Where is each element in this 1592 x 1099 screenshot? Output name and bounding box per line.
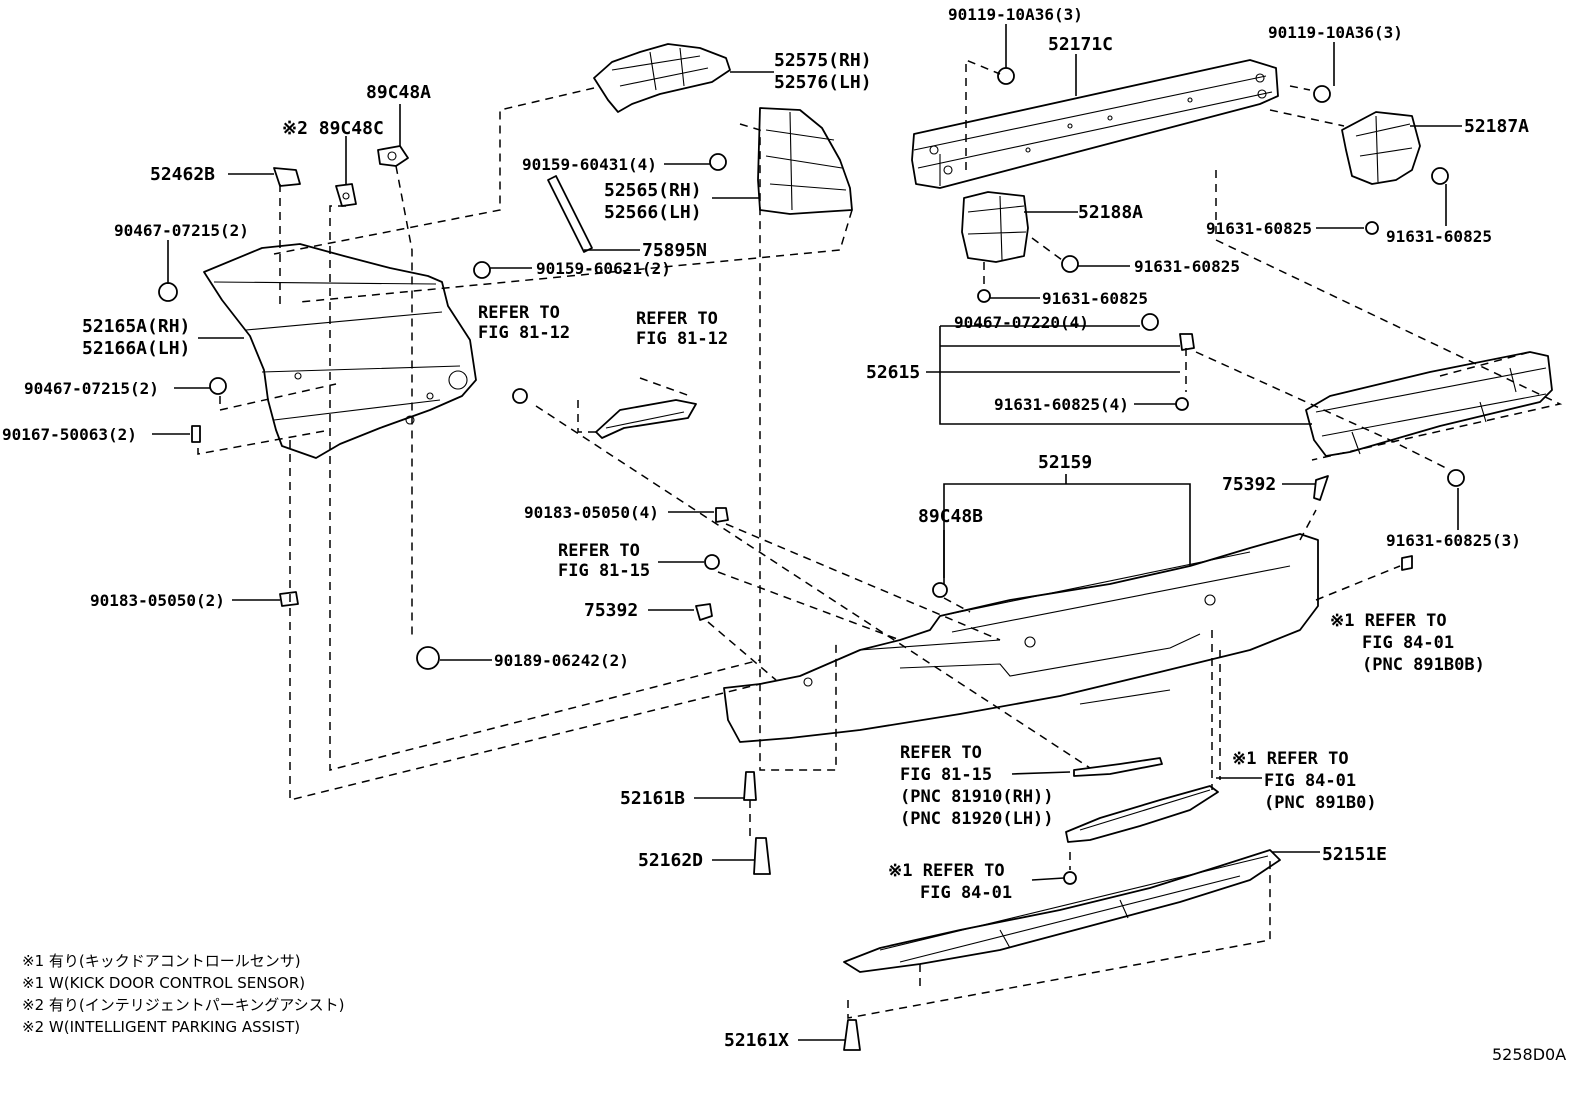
label-ref6-c: (PNC 891B0) [1264,793,1377,813]
label-ref2-b: FIG 81-12 [636,329,728,349]
label-75895n: 75895N [642,240,707,261]
label-ref4-b: FIG 84-01 [1362,633,1454,653]
label-52161x: 52161X [724,1030,789,1051]
label-91631-d: 91631-60825 [1386,227,1492,246]
fastener-shapes [158,67,1465,1051]
label-ref7-a: ※1 REFER TO [888,861,1005,881]
illustration-code: 5258D0A [1492,1045,1566,1064]
label-89c48b: 89C48B [918,506,983,527]
label-ref5-a: REFER TO [900,743,982,763]
extension-52165a-shape [203,243,477,459]
label-90119-a: 90119-10A36(3) [948,5,1083,24]
assembly-dashed-lines [197,58,1563,1019]
label-52576: 52576(LH) [774,72,872,93]
label-90167: 90167-50063(2) [2,425,137,444]
label-52615: 52615 [866,362,920,383]
label-91631-a: 91631-60825 [1134,257,1240,276]
clip-52462b-shape [273,167,301,187]
label-52166a: 52166A(LH) [82,338,190,359]
bracket-89c48c-shape [335,183,357,207]
label-90183-2: 90183-05050(2) [90,591,225,610]
note-1: ※1 有り(キックドアコントロールセンサ) [22,952,301,970]
label-ref1-a: REFER TO [478,303,560,323]
note-2: ※1 W(KICK DOOR CONTROL SENSOR) [22,974,305,992]
label-91631-3: 91631-60825(3) [1386,531,1521,550]
absorber-52615-shape [1305,351,1553,457]
label-90159-60621: 90159-60621(2) [536,259,671,278]
bracket-52188a-shape [961,191,1029,263]
bracket-52575-shape [593,43,731,113]
label-90159-60431: 90159-60431(4) [522,155,657,174]
reinforcement-52171c-shape [911,59,1279,189]
lower-cover-52151e-shape [843,849,1281,973]
label-52187a: 52187A [1464,116,1529,137]
label-ref4-c: (PNC 891B0B) [1362,655,1485,675]
label-90467-07220: 90467-07220(4) [954,313,1089,332]
label-91631-b: 91631-60825 [1042,289,1148,308]
reflector-shape [595,399,697,439]
label-52165a: 52165A(RH) [82,316,190,337]
label-90467-07215-a: 90467-07215(2) [114,221,249,240]
leader-lines [152,24,1462,1041]
label-90467-07215-b: 90467-07215(2) [24,379,159,398]
label-90119-b: 90119-10A36(3) [1268,23,1403,42]
label-ref5-c: (PNC 81910(RH)) [900,787,1054,807]
footnotes: ※1 有り(キックドアコントロールセンサ) ※1 W(KICK DOOR CON… [22,952,345,1036]
bracket-52187a-shape [1341,111,1421,185]
label-ref6-b: FIG 84-01 [1264,771,1356,791]
strip-75895n-shape [547,175,593,253]
label-75392-a: 75392 [584,600,638,621]
label-52161b: 52161B [620,788,685,809]
bracket-52565-shape [757,107,853,215]
label-52151e: 52151E [1322,844,1387,865]
label-52171c: 52171C [1048,34,1113,55]
label-ref3-a: REFER TO [558,541,640,561]
label-ref3-b: FIG 81-15 [558,561,650,581]
label-ref5-d: (PNC 81920(LH)) [900,809,1054,829]
label-75392-b: 75392 [1222,474,1276,495]
bracket-lower-shape [1065,785,1219,843]
label-52575: 52575(RH) [774,50,872,71]
label-52188a: 52188A [1078,202,1143,223]
label-ref6-a: ※1 REFER TO [1232,749,1349,769]
label-89c48a: 89C48A [366,82,431,103]
label-52159: 52159 [1038,452,1092,473]
label-90189: 90189-06242(2) [494,651,629,670]
moulding-shape [1073,757,1163,777]
label-ref1-b: FIG 81-12 [478,323,570,343]
label-91631-4: 91631-60825(4) [994,395,1129,414]
label-52162d: 52162D [638,850,703,871]
label-91631-c: 91631-60825 [1206,219,1312,238]
label-ref5-b: FIG 81-15 [900,765,992,785]
label-ref4-a: ※1 REFER TO [1330,611,1447,631]
label-89c48c: ※2 89C48C [282,118,384,139]
label-52565: 52565(RH) [604,180,702,201]
note-4: ※2 W(INTELLIGENT PARKING ASSIST) [22,1018,300,1036]
label-ref7-b: FIG 84-01 [920,883,1012,903]
bumper-cover-52159-shape [723,533,1319,743]
label-52566: 52566(LH) [604,202,702,223]
part-labels: 52575(RH) 52576(LH) 89C48A ※2 89C48C 524… [2,5,1529,1051]
bracket-89c48a-shape [377,145,409,167]
label-52462b: 52462B [150,164,215,185]
label-90183-4: 90183-05050(4) [524,503,659,522]
note-3: ※2 有り(インテリジェントパーキングアシスト) [22,996,345,1014]
label-ref2-a: REFER TO [636,309,718,329]
